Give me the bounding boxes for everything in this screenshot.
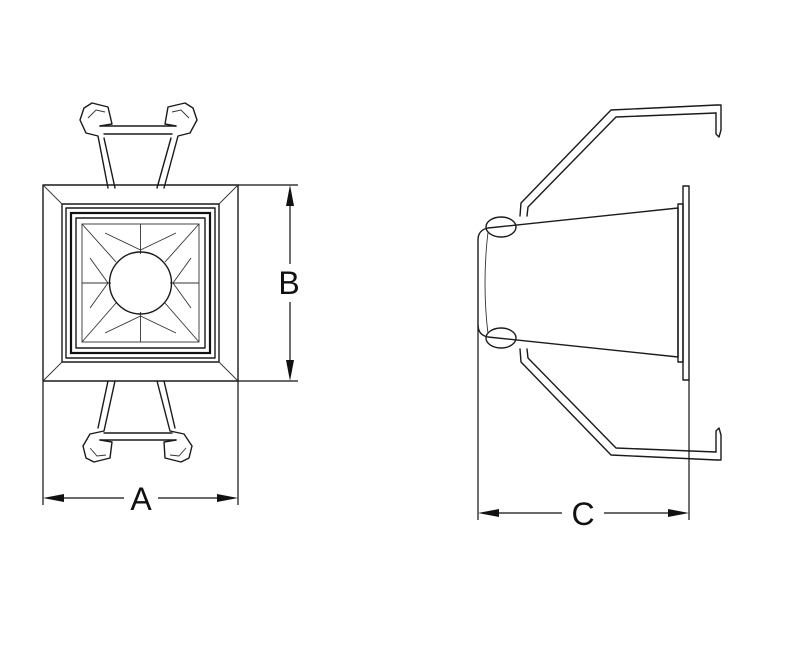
front-bezel: [42, 184, 239, 382]
front-reflector-facets: [81, 223, 200, 343]
side-flange: [677, 185, 690, 381]
dimension-c: C: [477, 325, 690, 532]
front-bottom-spring-clip: [82, 380, 193, 463]
dimension-a-label: A: [130, 481, 152, 517]
dimension-b-label: B: [278, 265, 299, 301]
dimension-b: B: [238, 184, 300, 382]
dimension-c-label: C: [571, 496, 594, 532]
front-lens-aperture: [108, 251, 173, 315]
front-view: [42, 102, 239, 463]
front-top-spring-clip: [79, 102, 198, 189]
side-cone-housing: [477, 207, 679, 358]
side-upper-spring-arm: [485, 104, 722, 238]
side-view: [477, 104, 722, 461]
dimension-a: A: [42, 381, 239, 517]
side-lower-spring-arm: [485, 327, 722, 461]
